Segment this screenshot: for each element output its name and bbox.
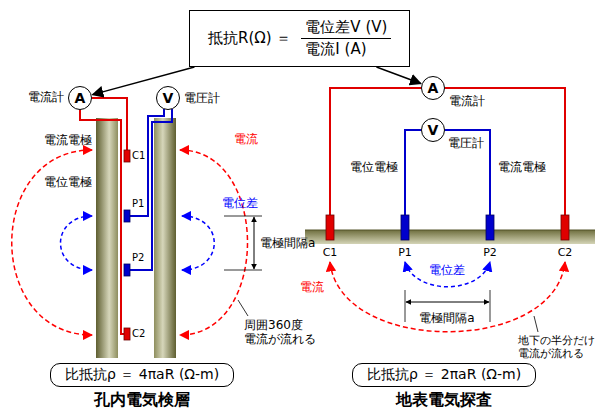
potential-electrode	[401, 215, 409, 240]
meter-letter: A	[75, 90, 86, 106]
current-wire	[330, 88, 421, 215]
dimension-label: 電極間隔a	[260, 236, 315, 250]
current-path	[330, 262, 565, 332]
formula-lhs: 抵抗R(Ω) ＝	[208, 29, 291, 48]
potential-electrode	[124, 264, 130, 276]
caption: 孔内電気検層	[94, 390, 190, 409]
pointer-arrow	[93, 67, 195, 95]
dimension-arrow	[254, 217, 255, 269]
potential-path	[405, 262, 490, 287]
meter-label: 電流計	[449, 94, 485, 108]
current-electrode	[124, 328, 130, 340]
formula-text: 比抵抗ρ ＝ 2πaR (Ω-m)	[367, 366, 521, 384]
current-label: 電流	[234, 132, 258, 146]
voltmeter-symbol: V	[156, 86, 180, 110]
formula-box: 比抵抗ρ ＝ 4πaR (Ω-m)	[50, 363, 234, 387]
current-electrode	[561, 215, 569, 240]
current-label: 電流	[300, 280, 324, 294]
caption: 地表電気探査	[396, 390, 492, 409]
extension-line	[224, 270, 262, 271]
formula-text: 比抵抗ρ ＝ 4πaR (Ω-m)	[65, 366, 219, 384]
note-label: 地下の半分だけ 電流が流れる	[518, 334, 598, 360]
electrode-name: P2	[483, 246, 497, 259]
electrode-label: 電位電極	[350, 160, 398, 174]
voltmeter-symbol: V	[421, 118, 445, 142]
borehole-wall	[96, 118, 118, 358]
current-path	[12, 150, 92, 335]
meter-letter: V	[428, 122, 439, 138]
potential-label: 電位差	[429, 263, 465, 277]
extension-line	[490, 290, 491, 322]
meter-letter: V	[163, 90, 174, 106]
potential-electrode	[124, 210, 130, 222]
ground-surface	[305, 230, 595, 244]
formula-box: 比抵抗ρ ＝ 2πaR (Ω-m)	[352, 363, 536, 387]
fraction: 電位差V (V)電流I (A)	[301, 17, 391, 60]
potential-wire	[405, 130, 421, 215]
formula-box: 抵抗R(Ω) ＝ 電位差V (V)電流I (A)	[189, 10, 410, 67]
electrode-name: C1	[132, 150, 145, 162]
extension-line	[224, 216, 262, 217]
potential-wire	[445, 130, 490, 215]
ground-line	[305, 230, 595, 231]
leader-line	[238, 300, 248, 316]
leader-line	[534, 316, 538, 332]
meter-label: 電圧計	[184, 91, 220, 105]
meter-letter: A	[428, 80, 439, 96]
ammeter-symbol: A	[68, 86, 92, 110]
electrode-name: C1	[323, 246, 338, 259]
potential-wire	[130, 109, 172, 270]
dimension-arrow	[406, 302, 489, 303]
electrode-label: 電流電極	[44, 133, 92, 147]
electrode-name: P1	[398, 246, 412, 259]
current-electrode	[326, 215, 334, 240]
potential-path	[61, 216, 93, 270]
extension-line	[405, 290, 406, 322]
current-path	[180, 150, 248, 335]
potential-path	[182, 216, 214, 270]
electrode-name: P1	[132, 198, 144, 210]
current-electrode	[124, 150, 130, 162]
electrode-name: C2	[558, 246, 573, 259]
dimension-label: 電極間隔a	[419, 311, 474, 325]
potential-label: 電位差	[222, 196, 258, 210]
meter-label: 電圧計	[448, 136, 484, 150]
electrode-name: C2	[132, 328, 145, 340]
fraction-numerator: 電位差V (V)	[301, 17, 391, 39]
potential-electrode	[486, 215, 494, 240]
potential-wire	[130, 109, 164, 216]
ammeter-symbol: A	[421, 76, 445, 100]
electrode-label: 電流電極	[498, 160, 546, 174]
pointer-arrow	[376, 67, 420, 83]
electrode-label: 電位電極	[44, 175, 92, 189]
note-label: 周囲360度 電流が流れる	[244, 318, 336, 347]
meter-label: 電流計	[28, 90, 64, 104]
borehole-wall	[154, 118, 176, 358]
current-wire	[445, 88, 565, 215]
fraction-denominator: 電流I (A)	[301, 39, 391, 60]
electrode-name: P2	[132, 252, 144, 264]
